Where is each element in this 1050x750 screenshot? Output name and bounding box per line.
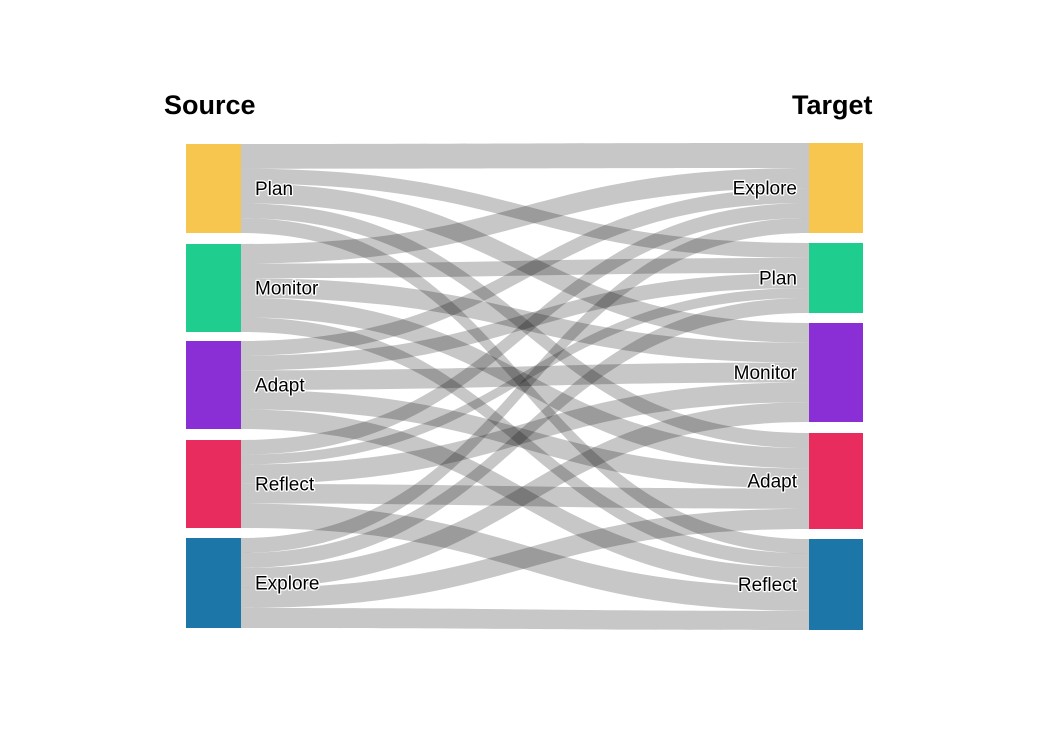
sankey-node-plan-target[interactable] [809,243,863,313]
sankey-node-label-reflect-source: Reflect [255,475,315,496]
sankey-link-adapt-to-explore [241,188,809,356]
sankey-node-label-monitor-target: Monitor [734,363,798,384]
sankey-link-reflect-to-reflect [241,503,809,611]
sankey-link-adapt-to-adapt [241,389,809,489]
sankey-link-explore-to-monitor [241,402,809,588]
sankey-link-adapt-to-plan [241,273,809,371]
sankey-link-explore-to-adapt [241,508,809,608]
sankey-link-monitor-to-monitor [241,278,809,363]
sankey-link-plan-to-reflect [241,218,809,554]
sankey-link-reflect-to-explore [241,203,809,455]
sankey-link-reflect-to-monitor [241,382,809,484]
sankey-node-label-reflect-target: Reflect [738,575,798,596]
sankey-node-explore-target[interactable] [809,143,863,233]
sankey-node-label-adapt-target: Adapt [747,472,797,493]
target-column-title: Target [792,90,873,120]
sankey-node-label-explore-source: Explore [255,574,319,595]
sankey-node-plan-source[interactable] [186,144,241,233]
sankey-node-monitor-target[interactable] [809,323,863,422]
sankey-link-monitor-to-plan [241,258,809,279]
sankey-link-explore-to-plan [241,298,809,568]
sankey-link-monitor-to-reflect [241,317,809,568]
sankey-link-monitor-to-explore [241,168,809,264]
sankey-node-explore-source[interactable] [186,538,241,628]
sankey-node-adapt-source[interactable] [186,341,241,429]
sankey-link-reflect-to-plan [241,288,809,465]
sankey-link-explore-to-reflect [241,608,809,630]
sankey-node-monitor-source[interactable] [186,244,241,332]
sankey-link-plan-to-explore [241,143,809,169]
sankey-link-plan-to-plan [241,168,809,258]
sankey-node-label-explore-target: Explore [733,179,797,200]
sankey-link-explore-to-explore [241,218,809,553]
sankey-node-reflect-target[interactable] [809,539,863,630]
sankey-link-plan-to-monitor [241,183,809,343]
sankey-link-adapt-to-reflect [241,409,809,587]
sankey-link-reflect-to-adapt [241,484,809,509]
sankey-link-monitor-to-adapt [241,297,809,469]
sankey-node-label-plan-source: Plan [255,179,293,200]
sankey-link-plan-to-adapt [241,203,809,449]
sankey-node-label-plan-target: Plan [759,269,797,290]
source-column-title: Source [164,90,256,120]
sankey-node-label-adapt-source: Adapt [255,376,305,397]
sankey-node-reflect-source[interactable] [186,440,241,528]
sankey-node-adapt-target[interactable] [809,433,863,529]
sankey-link-adapt-to-monitor [241,362,809,390]
sankey-node-label-monitor-source: Monitor [255,279,319,300]
